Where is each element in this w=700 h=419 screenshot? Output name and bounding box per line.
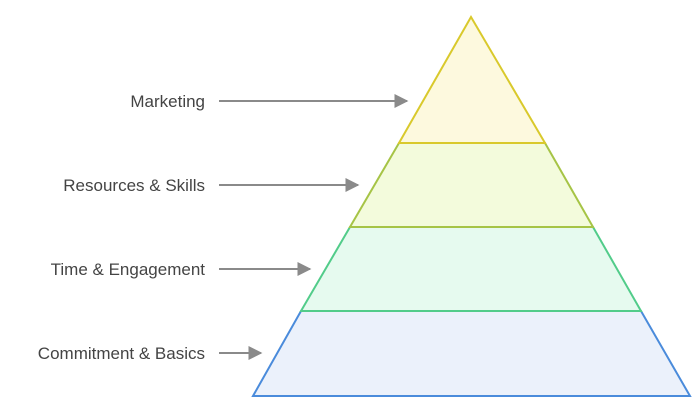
pyramid-level-resources-skills <box>348 142 595 228</box>
label-resources-skills: Resources & Skills <box>63 176 205 195</box>
pyramid-level-time-engagement <box>299 226 643 312</box>
pyramid-level-commitment-basics <box>251 310 692 397</box>
pyramid-level-marketing <box>397 15 547 144</box>
label-time-engagement: Time & Engagement <box>51 260 206 279</box>
label-commitment-basics: Commitment & Basics <box>38 344 205 363</box>
label-marketing: Marketing <box>130 92 205 111</box>
